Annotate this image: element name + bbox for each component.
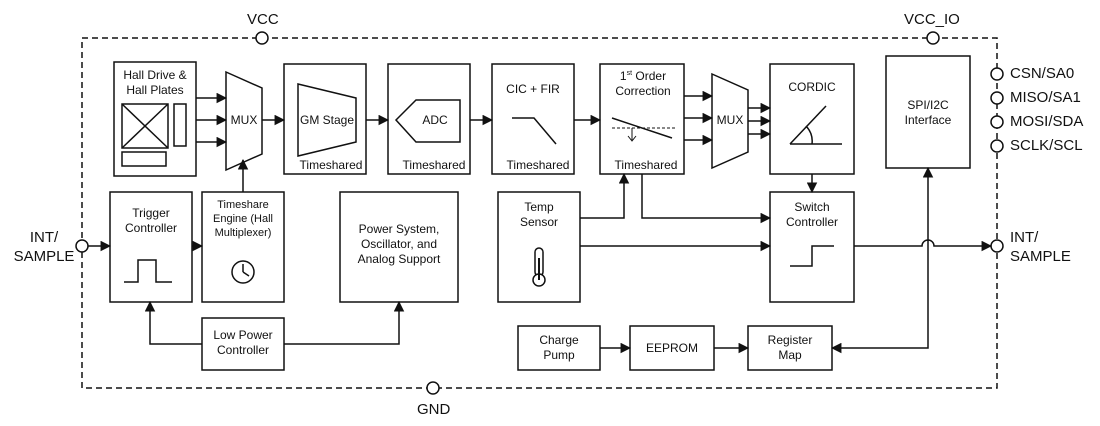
switch-label: Switch Controller [785,200,839,229]
vcc-pin [255,31,269,45]
correction-line2: Correction [615,84,671,98]
trigger-block [109,191,193,303]
int-right-pin [990,239,1004,253]
adc-sub-label: Timeshared [402,158,466,172]
miso-pin [990,91,1004,105]
adc-label: ADC [422,113,448,127]
csn-pin [990,67,1004,81]
correction-number-inline: 1 [619,69,627,83]
low-power-block [201,317,285,371]
power-label: Power System, Oscillator, and Analog Sup… [357,222,441,266]
vcc-label: VCC [247,11,279,28]
charge-pump-label: Charge Pump [539,333,579,362]
cic-label: CIC + FIR [506,82,560,96]
trigger-label: Trigger Controller [124,206,178,235]
eeprom-block [629,325,715,371]
correction-line1: 1st Order [603,66,683,84]
vcc-io-label: VCC_IO [904,11,960,28]
low-power-label: Low Power Controller [213,328,273,357]
power-block [339,191,459,303]
hall-label: Hall Drive & Hall Plates [123,68,187,97]
cordic-block [769,63,855,175]
gm-sub-label: Timeshared [299,158,363,172]
int-left-label: INT/ SAMPLE [13,229,75,265]
eeprom-label: EEPROM [645,341,698,355]
cic-fir-block [491,63,575,175]
sclk-label: SCLK/SCL [1010,137,1083,154]
correction-superscript-inline: st [626,70,633,77]
spi-block [885,55,971,169]
mosi-label: MOSI/SDA [1010,113,1084,130]
gnd-label: GND [417,401,451,418]
mux1-label: MUX [230,113,258,127]
int-right-label: INT/ SAMPLE [1010,229,1071,265]
miso-label: MISO/SA1 [1010,89,1081,106]
mosi-pin [990,115,1004,129]
spi-label: SPI/I2C Interface [904,98,952,127]
gm-stage-label: GM Stage [299,113,355,127]
mux2-label: MUX [716,113,744,127]
timeshare-label: Timeshare Engine (Hall Multiplexer) [213,199,273,239]
correction-order-text: Order [632,69,667,83]
cic-sub-label: Timeshared [506,158,570,172]
correction-sub-label: Timeshared [614,158,678,172]
cordic-label: CORDIC [788,80,836,94]
vcc-io-pin [926,31,940,45]
csn-label: CSN/SA0 [1010,65,1075,82]
chip-boundary [81,37,998,389]
register-map-label: Register Map [767,333,813,362]
sclk-pin [990,139,1004,153]
temp-label: Temp Sensor [519,200,559,229]
gnd-pin [426,381,440,395]
